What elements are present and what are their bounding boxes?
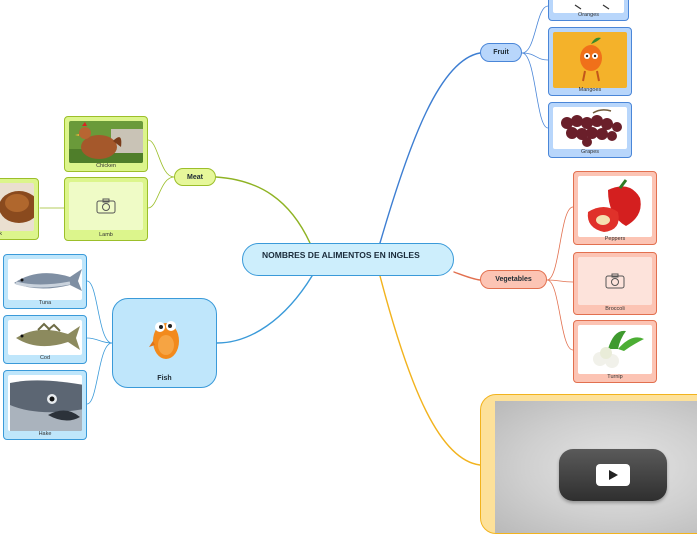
branch-vegetables[interactable]: Vegetables <box>480 270 547 289</box>
card-grapes[interactable]: Grapes <box>548 102 632 158</box>
card-oranges-label: Oranges <box>577 12 600 18</box>
link-central-vegetables <box>453 271 481 281</box>
card-broccoli-label: Broccoli <box>605 306 625 312</box>
branch-fish[interactable]: Fish <box>112 298 217 388</box>
video-node[interactable] <box>480 394 697 534</box>
video-thumbnail[interactable] <box>495 401 697 533</box>
turnip-image <box>578 325 652 374</box>
card-cod[interactable]: Cod <box>3 315 87 364</box>
chicken-image <box>69 121 143 163</box>
card-peppers[interactable]: Peppers <box>573 171 657 245</box>
card-broccoli[interactable]: Broccoli <box>573 252 657 315</box>
card-tuna-label: Tuna <box>38 300 52 306</box>
card-lamb[interactable]: Lamb <box>64 177 148 241</box>
central-topic[interactable]: NOMBRES DE ALIMENTOS EN INGLES <box>242 243 454 276</box>
card-grapes-label: Grapes <box>580 149 600 155</box>
camera-icon <box>605 273 625 289</box>
card-turnip[interactable]: Turnip <box>573 320 657 383</box>
link-central-meat <box>215 176 311 244</box>
card-mangoes-label: Mangoes <box>578 87 602 93</box>
roast-image <box>0 183 34 231</box>
grapes-image <box>553 107 627 149</box>
card-hake-label: Hake <box>38 431 52 437</box>
branch-vegetables-label: Vegetables <box>495 276 532 283</box>
card-peppers-label: Peppers <box>604 236 626 242</box>
branch-fruit[interactable]: Fruit <box>480 43 522 62</box>
card-cod-label: Cod <box>39 355 51 361</box>
link-central-fish <box>216 275 313 344</box>
card-oranges[interactable]: Oranges <box>548 0 629 21</box>
cod-image <box>8 320 82 355</box>
broccoli-image-placeholder <box>578 257 652 305</box>
card-pork-partial[interactable]: k <box>0 178 39 240</box>
lamb-image-placeholder <box>69 182 143 230</box>
branch-meat-label: Meat <box>187 173 203 181</box>
branch-meat[interactable]: Meat <box>174 168 216 186</box>
card-pork-label: k <box>0 231 2 237</box>
link-central-fruit <box>379 52 481 244</box>
link-central-video <box>379 275 481 466</box>
orange-fish-icon <box>149 321 179 359</box>
camera-icon <box>96 198 116 214</box>
hake-image <box>8 375 82 431</box>
card-hake[interactable]: Hake <box>3 370 87 440</box>
oranges-image <box>553 0 624 13</box>
card-turnip-label: Turnip <box>607 374 623 380</box>
branch-fruit-label: Fruit <box>493 49 509 56</box>
play-button-icon[interactable] <box>559 449 667 501</box>
card-mangoes[interactable]: Mangoes <box>548 27 632 96</box>
tuna-image <box>8 259 82 300</box>
card-tuna[interactable]: Tuna <box>3 254 87 309</box>
card-chicken-label: Chicken <box>96 163 116 169</box>
branch-fish-label: Fish <box>157 375 172 382</box>
connector-lines <box>39 5 574 466</box>
mangoes-image <box>553 32 627 88</box>
card-chicken[interactable]: Chicken <box>64 116 148 172</box>
card-lamb-label: Lamb <box>99 232 113 238</box>
peppers-image <box>578 176 652 237</box>
central-topic-label: NOMBRES DE ALIMENTOS EN INGLES <box>262 250 420 260</box>
